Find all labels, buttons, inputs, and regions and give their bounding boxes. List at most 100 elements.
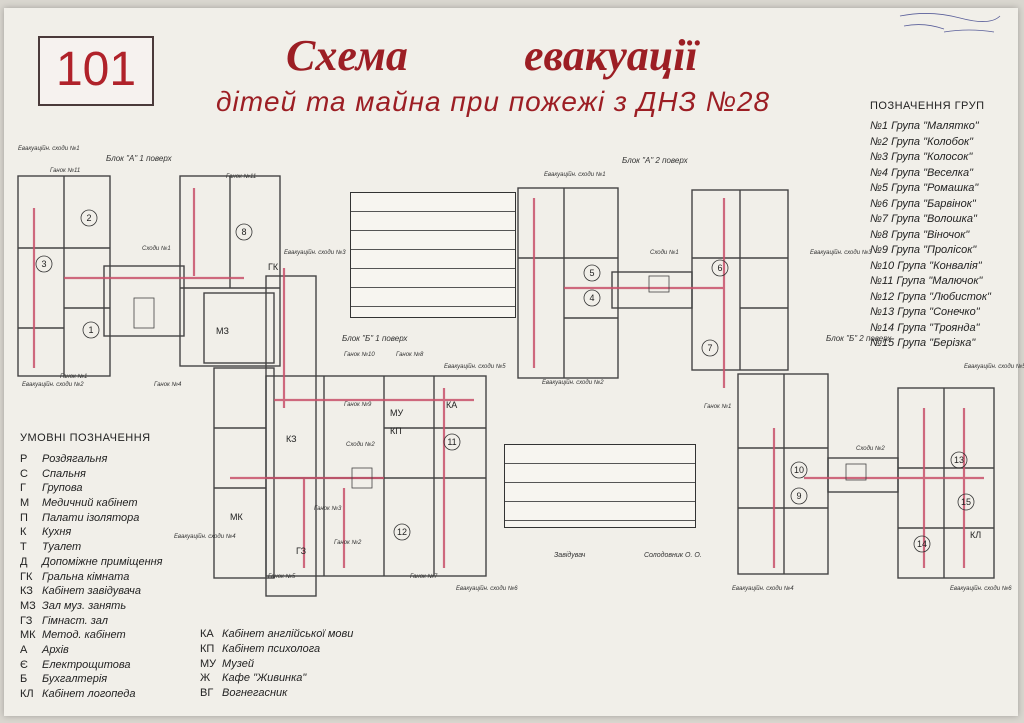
room-number: 2 (86, 213, 91, 223)
group-item: №1 Група "Малятко" (870, 120, 979, 132)
exit-label: Евакуаційн. сходи №2 (22, 382, 84, 388)
room-number: 13 (954, 455, 964, 465)
title-word-1: Схема (286, 31, 408, 80)
evacuation-routes (32, 188, 984, 568)
room-number: 9 (796, 491, 801, 501)
room-number: 11 (447, 437, 456, 447)
group-item: №15 Група "Берізка" (870, 337, 976, 349)
porch-label: Ганок №1 (704, 404, 732, 410)
block-a1-plan (17, 175, 317, 597)
room-code: МК (230, 512, 243, 522)
porch-label: Ганок №10 (344, 352, 375, 358)
group-item: №11 Група "Малючок" (870, 275, 983, 287)
signature-role: Завідувач (554, 552, 586, 559)
room-number: 10 (794, 465, 804, 475)
room-code: ГЗ (296, 546, 306, 556)
room-number: 12 (397, 527, 407, 537)
plan-subtitle: дітей та майна при пожежі з ДНЗ №28 (216, 86, 771, 117)
title-word-2: евакуації (524, 31, 698, 80)
stamp-scribble (899, 13, 1001, 33)
stairs-label: Сходи №1 (142, 246, 171, 252)
room-code-texts: МЗ ГК МУ КА КП КЗ МК ГЗ КЛ (216, 262, 981, 556)
exit-label: Евакуаційн. сходи №5 (444, 364, 506, 370)
group-item: №13 Група "Сонечко" (870, 306, 980, 318)
porch-label: Ганок №3 (314, 506, 342, 512)
room-number: 5 (589, 268, 594, 278)
room-number: 15 (961, 497, 971, 507)
porch-label: Ганок №8 (396, 352, 424, 358)
room-code: КЛ (970, 530, 981, 540)
groups-legend: ПОЗНАЧЕННЯ ГРУП №1 Група "Малятко" №2 Гр… (870, 100, 1020, 353)
exit-label: Евакуаційн. сходи №4 (174, 534, 236, 540)
room-code: КП (390, 426, 402, 436)
exit-label: Евакуаційн. сходи №1 (544, 172, 606, 178)
exit-label: Евакуаційн. сходи №6 (456, 586, 518, 592)
exit-label: Евакуаційн. сходи №1 (18, 146, 80, 152)
room-code: МЗ (216, 326, 229, 336)
porch-label: Ганок №1 (60, 374, 88, 380)
room-number: 1 (88, 325, 93, 335)
instructions-table-2 (504, 444, 696, 528)
exit-label: Евакуаційн. сходи №3 (810, 250, 872, 256)
instructions-table-1 (350, 192, 516, 318)
exit-label: Евакуаційн. сходи №2 (542, 380, 604, 386)
block-title-b2: Блок "Б" 2 поверх (826, 334, 892, 343)
stairs-symbols (133, 275, 867, 489)
porch-label: Ганок №11 (226, 174, 257, 180)
exit-label: Евакуаційн. сходи №4 (732, 586, 794, 592)
room-circles (35, 209, 975, 553)
evacuation-plan-sheet: 101 Схема евакуації дітей та майна при п… (4, 8, 1024, 716)
room-number: 7 (707, 343, 712, 353)
stairs-label: Сходи №2 (856, 446, 885, 452)
group-item: №5 Група "Ромашка" (870, 182, 979, 194)
block-a2-plan (517, 187, 789, 379)
sheet-number-box: 101 (38, 36, 154, 106)
group-item: №4 Група "Веселка" (870, 166, 973, 179)
group-item: №2 Група "Колобок" (870, 135, 974, 148)
signature-name: Солодовник О. О. (644, 552, 702, 559)
room-code: МУ (390, 408, 403, 418)
room-number: 6 (717, 263, 722, 273)
block-title-b1: Блок "Б" 1 поверх (342, 334, 408, 343)
group-item: №10 Група "Конвалія" (870, 259, 982, 272)
group-item: №6 Група "Барвінок" (870, 197, 976, 210)
sheet-number: 101 (55, 43, 137, 96)
group-item: №9 Група "Пролісок" (870, 244, 977, 256)
room-number: 8 (241, 227, 246, 237)
porch-label: Ганок №11 (50, 168, 81, 174)
block-b2-plan (737, 373, 995, 579)
approval-stamp (894, 8, 1002, 41)
exit-label: Евакуаційн. сходи №3 (284, 250, 346, 256)
block-title-a2: Блок "А" 2 поверх (622, 156, 688, 165)
stairs-label: Сходи №1 (650, 250, 679, 256)
group-item: №14 Група "Троянда" (870, 321, 980, 334)
porch-label: Ганок №7 (410, 574, 438, 580)
porch-label: Ганок №2 (334, 540, 362, 546)
room-code: ГК (268, 262, 279, 272)
group-item: №12 Група "Любисток" (870, 290, 991, 303)
block-title-a1: Блок "А" 1 поверх (106, 154, 172, 163)
groups-list: №1 Група "Малятко" №2 Група "Колобок" №3… (870, 120, 1020, 353)
porch-label: Ганок №9 (344, 402, 372, 408)
